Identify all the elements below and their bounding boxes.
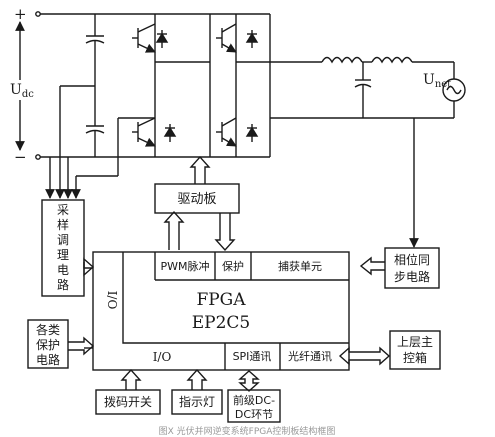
drive-signal-arrows	[163, 155, 236, 252]
spi-dcdc-bidirectional-arrow	[238, 370, 260, 392]
phase-sync-to-capture-arrow	[359, 256, 385, 276]
dip-switch-to-io-arrow	[120, 368, 142, 390]
fiber-link-arrow	[338, 346, 391, 366]
igbt-lower-right	[216, 117, 259, 147]
figure-caption: 图X 光伏并网逆变系统FPGA控制板结构框图	[159, 425, 336, 437]
svg-text:前级DC-: 前级DC-	[233, 393, 275, 407]
protection-to-fpga-arrow	[68, 336, 95, 356]
upper-controller-label: 上层主 控箱	[397, 335, 433, 365]
svg-text:步电路: 步电路	[394, 269, 430, 284]
indicator-box	[171, 389, 223, 415]
dc-minus-label: −	[14, 148, 27, 166]
io-left-label: I/O	[105, 291, 119, 310]
igbt-upper-right	[216, 23, 259, 53]
svg-text:采: 采	[57, 203, 69, 217]
dc-bus	[15, 11, 270, 160]
udc-label: U	[10, 82, 22, 98]
svg-text:保护: 保护	[36, 338, 60, 352]
phase-sync-label: 相位同 步电路	[394, 252, 430, 284]
driver-board-box	[154, 183, 240, 214]
upper-controller-box	[389, 330, 441, 370]
dcdc-stage-label: 前级DC- DC环节	[233, 393, 275, 421]
indicator-label: 指示灯	[179, 394, 215, 409]
protect-label: 保护	[222, 259, 244, 273]
svg-text:理: 理	[57, 248, 69, 262]
output-filter	[270, 56, 454, 248]
svg-text:Unet: Unet	[423, 72, 451, 90]
igbt-lower-left	[132, 117, 177, 147]
svg-text:相位同: 相位同	[394, 252, 430, 267]
sampling-circuit-label: 采 样 调 理 电 路	[57, 203, 69, 292]
dip-switch-label: 拨码开关	[104, 395, 152, 409]
svg-text:上层主: 上层主	[397, 335, 433, 349]
pwm-pulse-label: PWM脉冲	[160, 259, 209, 273]
udc-label-subscript: dc	[22, 89, 34, 100]
driver-board-label: 驱动板	[177, 192, 216, 207]
dip-switch-box	[95, 389, 161, 415]
fpga-model-label: EP2C5	[192, 313, 251, 333]
sampling-feedback-lines	[45, 86, 119, 199]
fpga-outer-box	[92, 251, 350, 371]
fpga-core-outline	[122, 252, 349, 344]
unet-label-subscript: net	[435, 79, 451, 90]
io-bottom-label: I/O	[153, 350, 172, 364]
unet-label: U	[423, 72, 435, 88]
svg-text:控箱: 控箱	[403, 350, 427, 365]
protection-circuits-label: 各类 保护 电路	[36, 322, 60, 367]
phase-sync-box	[384, 247, 440, 289]
igbt-upper-left	[132, 23, 169, 53]
dcdc-stage-box	[227, 389, 281, 423]
svg-text:Udc: Udc	[10, 82, 34, 100]
fiber-comm-label: 光纤通讯	[288, 349, 332, 363]
svg-text:电路: 电路	[36, 352, 60, 367]
fpga-label: FPGA	[196, 290, 246, 310]
svg-text:路: 路	[57, 277, 69, 292]
spi-comm-label: SPI通讯	[233, 350, 272, 363]
h-bridge	[118, 14, 322, 157]
svg-text:调: 调	[57, 233, 69, 247]
svg-text:样: 样	[57, 217, 69, 232]
protection-circuits-box	[27, 319, 69, 369]
dc-link-capacitors	[60, 14, 105, 157]
dc-plus-label: +	[14, 5, 27, 23]
sampling-circuit-box	[41, 199, 85, 297]
capture-unit-label: 捕获单元	[278, 259, 322, 273]
svg-text:电: 电	[57, 263, 69, 277]
svg-text:各类: 各类	[36, 322, 60, 337]
svg-text:DC环节: DC环节	[235, 408, 273, 421]
grid-source	[442, 62, 466, 118]
io-arrows	[83, 262, 93, 349]
